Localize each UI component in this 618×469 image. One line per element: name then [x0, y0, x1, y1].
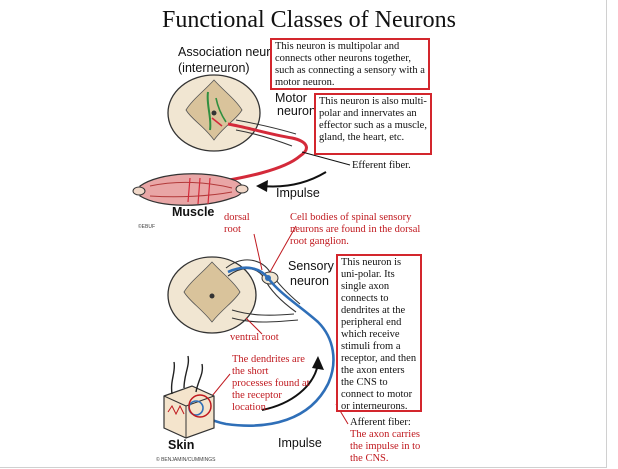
sensory-note-box: This neuron is uni-polar. Its single axo… — [336, 254, 422, 412]
credit-bottom: © BENJAMIN/CUMMINGS — [156, 457, 216, 463]
skin-label: Skin — [168, 438, 195, 452]
spinal-cord-top — [167, 74, 261, 152]
sensory-neuron-label-line2: neuron — [290, 274, 329, 288]
muscle-shape — [132, 173, 249, 206]
impulse-arrow-bottom — [261, 363, 319, 411]
motor-note-box: This neuron is also multi-polar and inne… — [314, 93, 432, 155]
motor-neuron-label-line2: neuron — [277, 104, 316, 118]
motor-neuron-label-line1: Motor — [275, 91, 307, 105]
cell-bodies-note: Cell bodies of spinal sensory neurons ar… — [290, 212, 421, 247]
muscle-label: Muscle — [172, 205, 215, 219]
motor-axon — [205, 122, 308, 186]
dendrites-note: The dendrites are the short processes fo… — [232, 354, 310, 413]
efferent-fiber-label: Efferent fiber. — [352, 160, 411, 171]
skin-block — [163, 355, 215, 439]
interneuron-label: (interneuron) — [178, 61, 250, 75]
afferent-fiber-heading: Afferent fiber: — [350, 417, 411, 428]
dorsal-root-label: dorsal root — [224, 212, 250, 235]
impulse-label-top: Impulse — [276, 186, 320, 200]
credit-small-top: ©EBUF — [138, 224, 156, 230]
spinal-cord-bottom — [167, 256, 257, 334]
page-title: Functional Classes of Neurons — [162, 7, 456, 33]
sensory-neuron-label-line1: Sensory — [288, 259, 334, 273]
afferent-fiber-body: The axon carries the impulse in to the C… — [350, 429, 421, 464]
association-note-box: This neuron is multipolar and connects o… — [270, 38, 430, 90]
ventral-root-label: ventral root — [230, 332, 279, 343]
impulse-label-bottom: Impulse — [278, 436, 322, 450]
association-neuron-label: Association neuron — [178, 45, 285, 59]
impulse-arrow-top — [261, 171, 327, 188]
